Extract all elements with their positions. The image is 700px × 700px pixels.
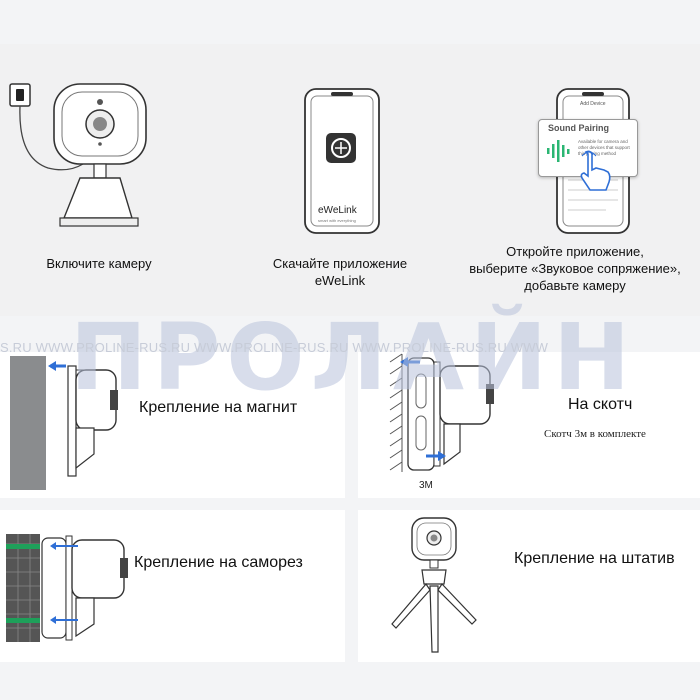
screw-mount-label: Крепление на саморез bbox=[134, 554, 303, 571]
screw-mount-illustration bbox=[6, 534, 128, 642]
step-1-caption: Включите камеру bbox=[46, 256, 152, 271]
tape-mount-sub: Скотч 3м в комплекте bbox=[544, 428, 646, 440]
arrow-left-icon bbox=[400, 357, 408, 367]
arrow-left-icon bbox=[48, 361, 56, 371]
tape-mount-illustration bbox=[389, 353, 494, 472]
tripod-mount-illustration bbox=[391, 517, 477, 653]
tape-mount-label: На скотч bbox=[568, 396, 633, 413]
metal-surface-icon bbox=[10, 356, 46, 490]
pairing-header: Add Device bbox=[580, 101, 606, 107]
phone-app-tagline: smart with everything bbox=[318, 218, 356, 223]
sound-pairing-desc: Available for camera and other devices t… bbox=[578, 139, 630, 156]
sound-wave-icon bbox=[547, 140, 570, 162]
arrow-right-icon bbox=[438, 451, 446, 461]
tape-3m-tag: 3M bbox=[419, 480, 433, 491]
magnet-mount-illustration bbox=[10, 356, 118, 490]
sound-pairing-title: Sound Pairing bbox=[548, 123, 610, 133]
watermark-url-line: S.RU WWW.PROLINE-RUS.RU WWW.PROLINE-RUS.… bbox=[0, 340, 549, 355]
camera-power-illustration bbox=[9, 83, 147, 227]
step-2-caption: Скачайте приложение eWeLink bbox=[272, 256, 408, 288]
camera-side-icon bbox=[71, 539, 125, 599]
watermark-logo: ПРОЛАЙН bbox=[69, 304, 637, 411]
screw-bottom-icon bbox=[50, 616, 56, 624]
magnet-mount-label: Крепление на магнит bbox=[139, 399, 298, 416]
phone-app-name: eWeLink bbox=[318, 205, 357, 216]
tap-hand-icon bbox=[580, 150, 611, 191]
step-3-caption: Откройте приложение, выберите «Звуковое … bbox=[469, 244, 681, 293]
phone-app-illustration bbox=[304, 88, 380, 234]
screw-top-icon bbox=[50, 542, 56, 550]
mount-card-magnet bbox=[0, 352, 345, 498]
tripod-mount-label: Крепление на штатив bbox=[514, 550, 675, 567]
